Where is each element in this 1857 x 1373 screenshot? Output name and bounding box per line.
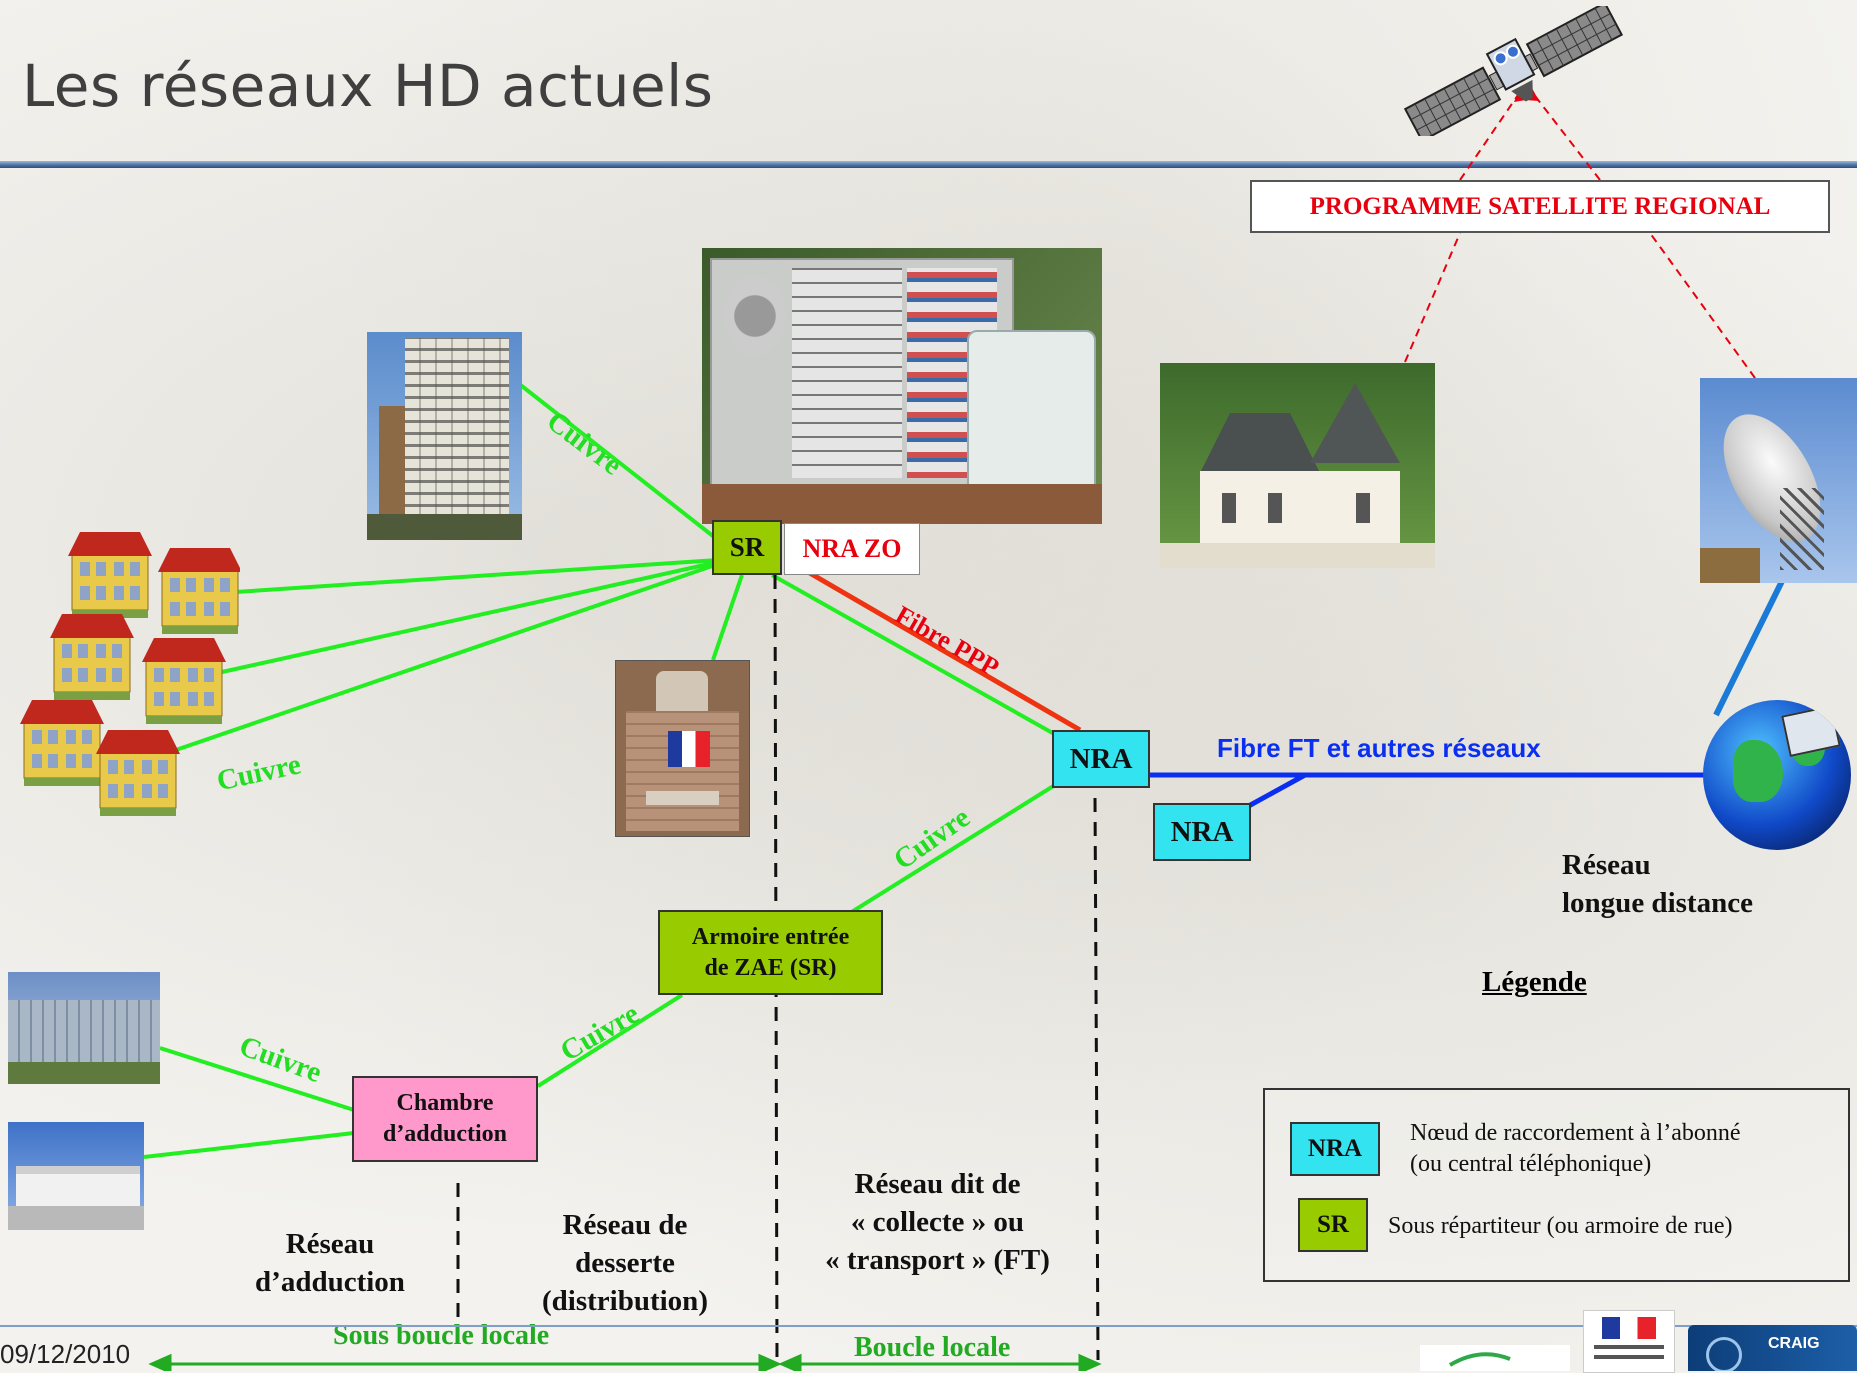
town-hall-photo <box>615 660 750 837</box>
fibre-ft-label: Fibre FT et autres réseaux <box>1217 733 1541 763</box>
satellite-dish-photo <box>1700 378 1857 583</box>
house-icon <box>95 729 181 817</box>
footer-rule <box>0 1325 1857 1327</box>
houses-cluster <box>20 531 240 817</box>
legend-title: Légende <box>1482 966 1587 998</box>
house-icon <box>20 699 105 787</box>
craig-logo-text: CRAIG <box>1768 1335 1820 1352</box>
nra-node-secondary: NRA <box>1153 803 1251 861</box>
tower-building-photo <box>367 332 522 540</box>
copper-line-office-2 <box>143 1131 355 1159</box>
legend-nra-key: NRA <box>1290 1122 1380 1176</box>
nra-node-main: NRA <box>1052 730 1150 788</box>
fibre-branch-line <box>1243 772 1307 811</box>
globe-internet-icon <box>1703 700 1851 850</box>
craig-logo: CRAIG <box>1688 1325 1857 1371</box>
boucle-locale-label: Boucle locale <box>854 1332 1011 1363</box>
satellite-programme-box: PROGRAMME SATELLITE REGIONAL <box>1250 180 1830 233</box>
fibre-ppp-line <box>806 569 1082 733</box>
house-icon <box>49 613 135 701</box>
chambre-adduction-node: Chambre d’adduction <box>352 1076 538 1162</box>
satellite-link-antenna-a <box>1649 232 1756 379</box>
header-rule <box>0 161 1857 168</box>
copper-line-office-1 <box>159 1046 355 1112</box>
satellite-link-antenna-b <box>1531 91 1601 181</box>
adduction-network-label: Réseau d’adduction <box>255 1228 405 1298</box>
copper-line-armoire-chambre <box>536 993 684 1088</box>
republique-francaise-logo <box>1583 1310 1675 1373</box>
long-distance-network-label: Réseau longue distance <box>1562 849 1753 919</box>
office-building-photo-1 <box>8 972 160 1084</box>
boundary-dash-nra <box>1093 797 1100 1361</box>
distribution-network-label: Réseau de desserte (distribution) <box>542 1209 708 1317</box>
copper-line-house-2 <box>221 560 719 674</box>
office-building-photo-2 <box>8 1122 144 1230</box>
armoire-zae-node: Armoire entrée de ZAE (SR) <box>658 910 883 995</box>
satellite-link-house-a <box>1404 232 1461 363</box>
legend-sr-description: Sous répartiteur (ou armoire de rue) <box>1388 1213 1733 1239</box>
legend-nra-description: Nœud de raccordement à l’abonné (ou cent… <box>1410 1120 1741 1177</box>
satellite-uplink-line <box>1713 573 1788 717</box>
slide-date: 09/12/2010 <box>0 1339 131 1369</box>
copper-line-sr-nra <box>771 573 1066 742</box>
nra-zo-label: NRA ZO <box>784 523 920 575</box>
region-logo <box>1420 1345 1570 1371</box>
collecte-network-label: Réseau dit de « collecte » ou « transpor… <box>825 1168 1050 1276</box>
satellite-link-house-b <box>1459 91 1521 181</box>
legend-sr-key: SR <box>1298 1198 1368 1252</box>
street-cabinet-photo <box>702 248 1102 524</box>
copper-line-mairie <box>711 574 744 661</box>
house-icon <box>157 547 240 635</box>
slide-title: Les réseaux HD actuels <box>22 52 714 120</box>
sr-node-top: SR <box>712 520 782 575</box>
house-icon <box>141 637 227 725</box>
satellite-icon <box>1398 6 1628 136</box>
house-icon <box>67 531 153 619</box>
copper-line-house-1 <box>235 558 719 594</box>
copper-line-nra-armoire <box>848 783 1057 915</box>
copper-line-tower <box>516 381 720 542</box>
country-house-photo <box>1160 363 1435 568</box>
copper-line-house-3 <box>169 562 719 754</box>
